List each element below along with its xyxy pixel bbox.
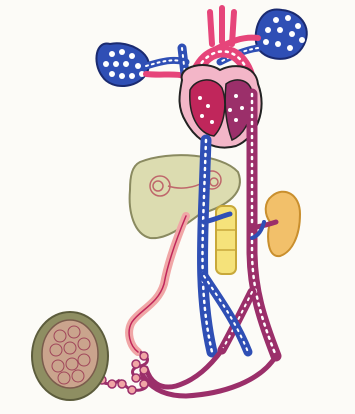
- umbilical-arteries: [142, 350, 276, 396]
- right-lung: [256, 9, 307, 58]
- left-lung: [96, 43, 148, 86]
- placenta: [32, 312, 108, 400]
